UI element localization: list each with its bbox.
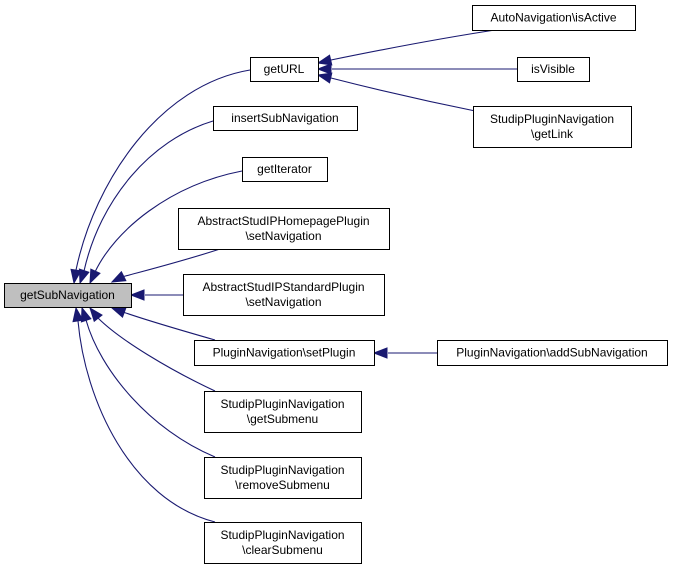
node-box[interactable]: [4, 283, 132, 308]
edge-getLink-to-getURL: [316, 72, 481, 113]
edge-removeSubmenu-to-getSubNavigation: [80, 306, 216, 458]
node-label: StudipPluginNavigation: [490, 112, 614, 126]
node-box[interactable]: [473, 106, 632, 148]
node-label: \getSubmenu: [247, 412, 318, 426]
node-getSubmenu[interactable]: StudipPluginNavigation\getSubmenu: [204, 391, 362, 433]
node-box[interactable]: [213, 106, 358, 131]
edge-line: [121, 248, 221, 278]
edge-line: [75, 69, 251, 271]
node-box[interactable]: [472, 5, 636, 31]
node-label: getSubNavigation: [20, 288, 115, 302]
edge-line: [94, 170, 243, 273]
arrowhead-icon: [316, 54, 333, 66]
node-label: \getLink: [531, 127, 574, 141]
edge-line: [330, 77, 481, 113]
edge-getIterator-to-getSubNavigation: [89, 170, 243, 285]
node-box[interactable]: [437, 340, 668, 366]
node-label: \clearSubmenu: [242, 543, 323, 557]
node-label: PluginNavigation\setPlugin: [213, 346, 356, 360]
node-insertSubNavigation[interactable]: insertSubNavigation: [213, 106, 358, 131]
edge-line: [330, 29, 496, 61]
edge-clearSubmenu-to-getSubNavigation: [72, 306, 216, 523]
arrowhead-icon: [129, 289, 145, 301]
node-label: AbstractStudIPStandardPlugin: [202, 280, 364, 294]
node-getSubNavigation[interactable]: getSubNavigation: [4, 283, 132, 308]
nodes-layer: getSubNavigation getURL insertSubNavigatio…: [4, 5, 668, 564]
node-box[interactable]: [204, 457, 362, 499]
arrowhead-icon: [110, 270, 127, 283]
node-label: AutoNavigation\isActive: [490, 11, 616, 25]
edge-getSubmenu-to-getSubNavigation: [89, 306, 216, 392]
node-box[interactable]: [204, 391, 362, 433]
node-label: isVisible: [531, 62, 575, 76]
arrowhead-icon: [78, 268, 90, 285]
edge-line: [97, 317, 216, 392]
edges-layer: [70, 29, 517, 523]
arrowhead-icon: [316, 72, 333, 84]
node-label: StudipPluginNavigation: [220, 397, 344, 411]
arrowhead-icon: [372, 347, 388, 359]
edge-standardSetNavigation-to-getSubNavigation: [129, 289, 183, 301]
edge-homepageSetNavigation-to-getSubNavigation: [110, 248, 221, 283]
node-label: \setNavigation: [245, 295, 321, 309]
edge-getURL-to-getSubNavigation: [70, 69, 251, 285]
arrowhead-icon: [70, 268, 82, 285]
node-label: AbstractStudIPHomepagePlugin: [197, 214, 369, 228]
node-box[interactable]: [250, 57, 319, 82]
arrowhead-icon: [89, 268, 101, 285]
edge-line: [83, 120, 214, 272]
node-isVisible[interactable]: isVisible: [517, 57, 590, 82]
arrowhead-icon: [72, 306, 84, 323]
node-clearSubmenu[interactable]: StudipPluginNavigation\clearSubmenu: [204, 522, 362, 564]
node-label: PluginNavigation\addSubNavigation: [456, 346, 647, 360]
edge-line: [85, 319, 216, 458]
node-getLink[interactable]: StudipPluginNavigation\getLink: [473, 106, 632, 148]
node-box[interactable]: [178, 208, 390, 250]
edge-line: [122, 311, 216, 341]
node-standardSetNavigation[interactable]: AbstractStudIPStandardPlugin\setNavigati…: [183, 274, 385, 316]
arrowhead-icon: [80, 306, 92, 323]
node-getURL[interactable]: getURL: [250, 57, 319, 82]
edge-addSubNavigation-to-setPlugin: [372, 347, 437, 359]
arrowhead-icon: [316, 63, 332, 75]
node-label: StudipPluginNavigation: [220, 463, 344, 477]
node-getIterator[interactable]: getIterator: [242, 157, 328, 182]
node-box[interactable]: [242, 157, 328, 182]
node-label: \setNavigation: [245, 229, 321, 243]
node-setPlugin[interactable]: PluginNavigation\setPlugin: [194, 340, 375, 366]
node-removeSubmenu[interactable]: StudipPluginNavigation\removeSubmenu: [204, 457, 362, 499]
node-label: getIterator: [257, 162, 312, 176]
node-homepageSetNavigation[interactable]: AbstractStudIPHomepagePlugin\setNavigati…: [178, 208, 390, 250]
node-label: getURL: [264, 62, 305, 76]
node-box[interactable]: [517, 57, 590, 82]
edge-insertSubNavigation-to-getSubNavigation: [78, 120, 214, 285]
node-label: insertSubNavigation: [231, 111, 338, 125]
node-box[interactable]: [183, 274, 385, 316]
node-label: StudipPluginNavigation: [220, 528, 344, 542]
node-box[interactable]: [204, 522, 362, 564]
arrowhead-icon: [110, 307, 127, 318]
edge-line: [77, 320, 216, 523]
node-addSubNavigation[interactable]: PluginNavigation\addSubNavigation: [437, 340, 668, 366]
arrowhead-icon: [89, 306, 103, 323]
node-isActive[interactable]: AutoNavigation\isActive: [472, 5, 636, 31]
node-label: \removeSubmenu: [235, 478, 330, 492]
edge-isVisible-to-getURL: [316, 63, 517, 75]
node-box[interactable]: [194, 340, 375, 366]
edge-isActive-to-getURL: [316, 29, 496, 66]
